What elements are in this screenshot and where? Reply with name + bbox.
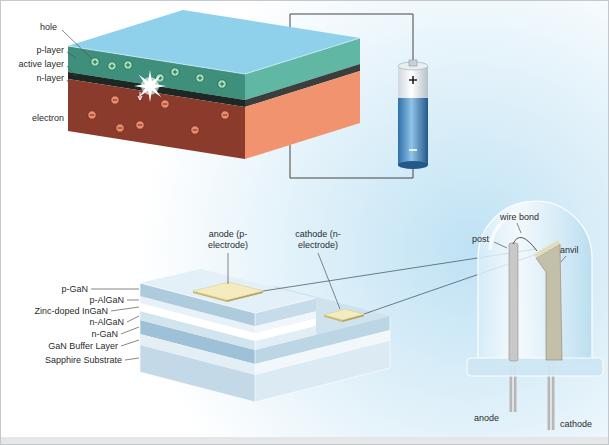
part-label: anode <box>474 413 499 424</box>
leader-line <box>91 289 139 290</box>
led-bulb <box>478 201 592 365</box>
part-label: anvil <box>560 245 579 256</box>
electrode-pad <box>324 309 364 320</box>
background <box>0 437 609 445</box>
part-label: n-layer <box>36 73 64 84</box>
chip-stack <box>255 341 390 402</box>
photon-burst <box>138 96 142 100</box>
leader-line <box>111 307 139 311</box>
part-label: GaN Buffer Layer <box>48 341 118 352</box>
part-label: cathode <box>560 419 592 430</box>
part-label: Sapphire Substrate <box>45 355 122 366</box>
part-label: p-layer <box>36 45 64 56</box>
leader-line <box>494 223 566 262</box>
leader-line <box>125 358 139 360</box>
leader-line <box>517 223 521 233</box>
leader-line <box>67 80 76 95</box>
chip-stack <box>140 283 390 402</box>
electron-symbol <box>161 100 169 108</box>
led-bulb <box>467 201 603 430</box>
leader-line <box>67 66 76 76</box>
hole-symbol <box>171 68 179 76</box>
leader-line <box>76 115 87 117</box>
electrode-pad <box>193 282 263 300</box>
electron-symbol <box>221 111 229 119</box>
part-label: n-AlGaN <box>89 317 124 328</box>
electrode-pad <box>193 282 364 322</box>
circuit-wire <box>290 145 413 178</box>
leader-line <box>561 256 566 262</box>
leader-line <box>127 300 139 301</box>
battery <box>398 60 428 169</box>
led-bulb <box>467 358 603 376</box>
leader-line <box>127 316 139 322</box>
battery <box>398 66 428 98</box>
part-label: p-GaN <box>61 284 88 295</box>
battery <box>398 66 428 165</box>
photon-burst <box>134 70 166 102</box>
led-bulb <box>536 244 562 360</box>
part-label: electron <box>32 113 64 124</box>
leader-line <box>121 340 139 346</box>
junction-block <box>68 10 360 159</box>
part-label: post <box>472 234 489 245</box>
electron-symbol <box>116 124 124 132</box>
part-label: cathode (n-electrode) <box>282 229 354 251</box>
battery <box>398 161 428 169</box>
battery <box>409 149 417 151</box>
electron-symbol <box>88 96 229 134</box>
led-bulb <box>509 243 518 361</box>
leader-line <box>121 327 139 334</box>
part-label: wire bond <box>500 212 539 223</box>
electron-symbol <box>191 126 199 134</box>
leader-line <box>62 30 91 58</box>
part-label: hole <box>40 22 57 33</box>
chip-stack <box>140 345 255 402</box>
electron-symbol <box>111 96 119 104</box>
part-label: anode (p-electrode) <box>192 229 264 251</box>
junction-block <box>245 71 360 159</box>
part-label: Zinc-doped InGaN <box>34 306 108 317</box>
leader-line <box>494 242 507 248</box>
led-bulb <box>513 237 537 251</box>
junction-block <box>68 38 360 74</box>
part-label: active layer <box>18 59 64 70</box>
hole-symbol <box>124 61 132 69</box>
hole-symbol <box>218 80 226 88</box>
leader-line <box>67 52 76 58</box>
photon-burst <box>134 70 166 102</box>
electron-symbol <box>88 111 96 119</box>
battery <box>409 76 417 84</box>
battery <box>409 60 417 66</box>
part-label: n-GaN <box>91 329 118 340</box>
led-bulb <box>534 240 560 258</box>
leader-line <box>91 253 340 360</box>
leader-line <box>62 30 91 117</box>
part-label: p-AlGaN <box>89 295 124 306</box>
hole-symbol <box>108 62 116 70</box>
chip-stack <box>140 269 390 402</box>
hole-symbol <box>196 74 204 82</box>
leader-line <box>228 253 229 284</box>
hole-symbol <box>91 58 99 66</box>
electron-symbol <box>136 121 144 129</box>
